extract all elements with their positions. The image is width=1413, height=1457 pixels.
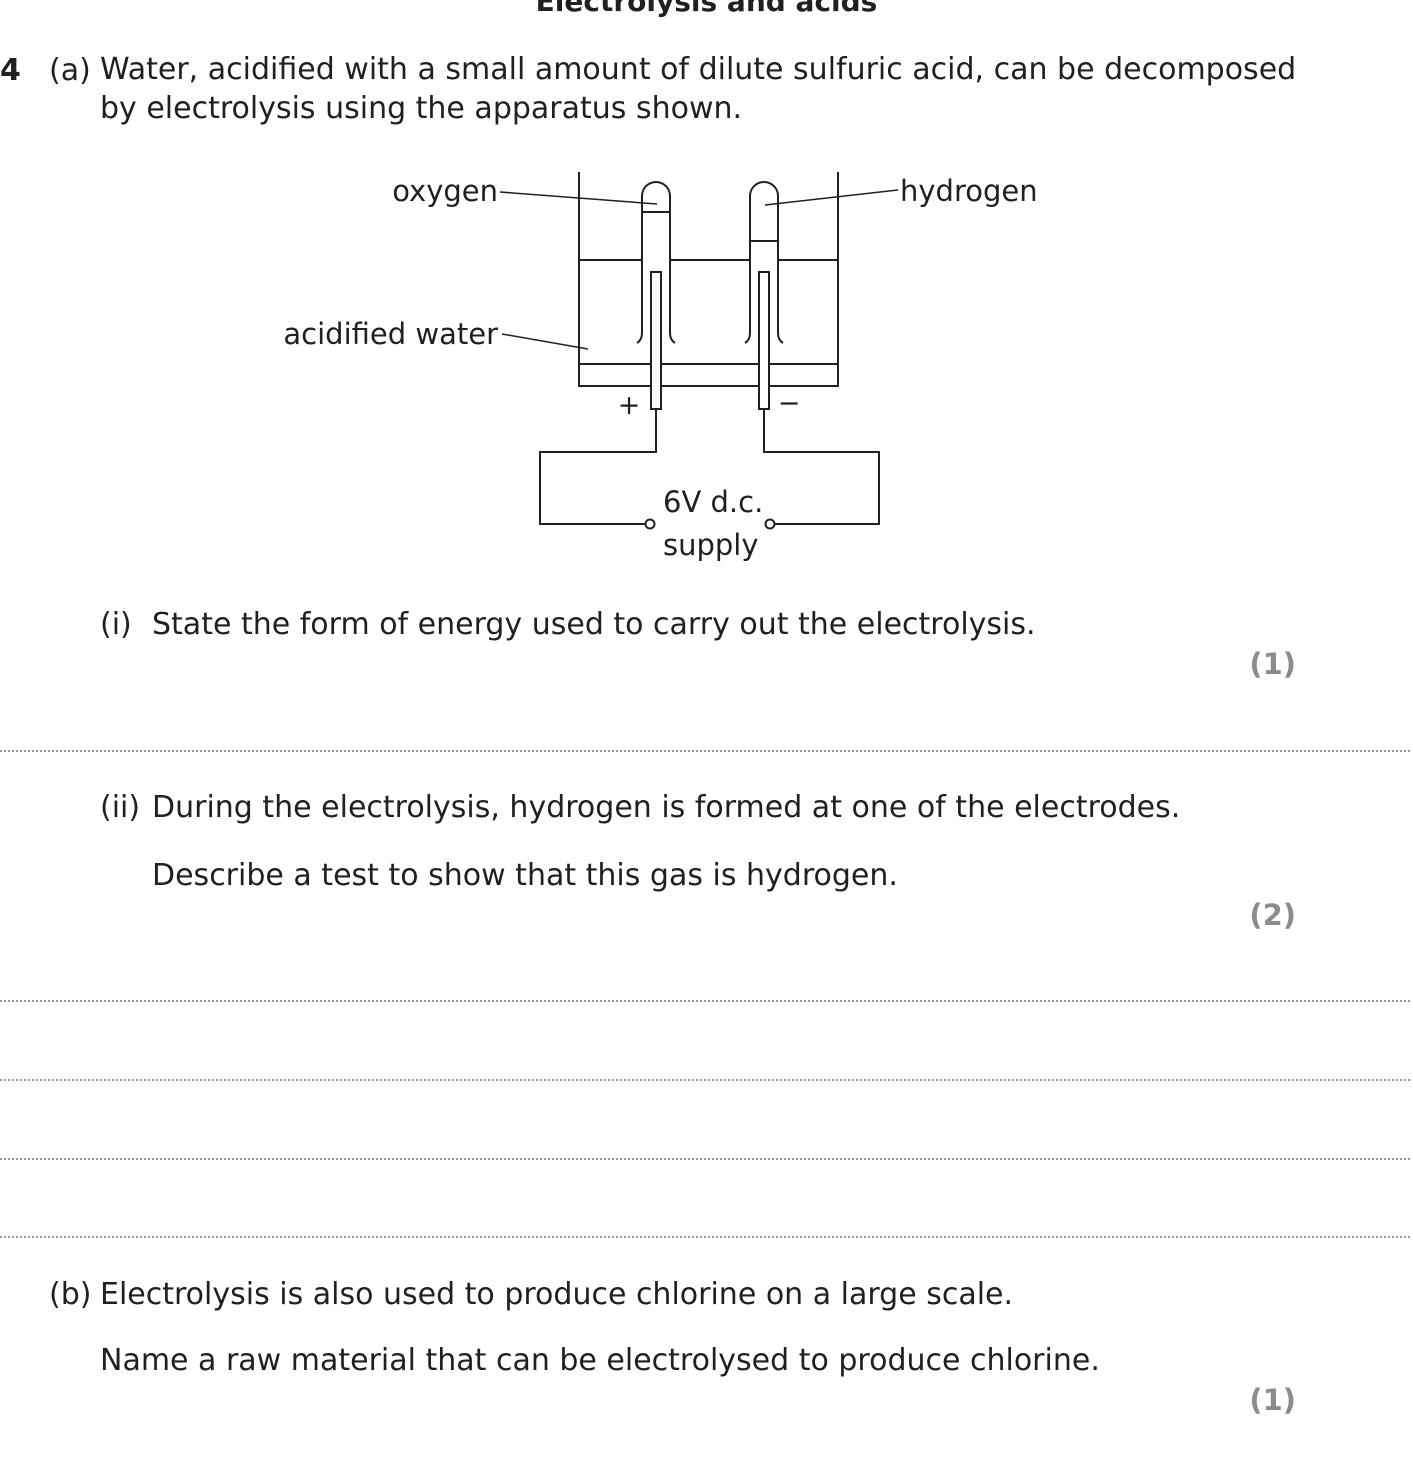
container-outline: [578, 172, 839, 387]
part-b-marks: (1): [1249, 1383, 1296, 1417]
sub-ii-text2: Describe a test to show that this gas is…: [152, 858, 898, 893]
hydrogen-tube-lip-right: [777, 262, 784, 344]
electrolysis-apparatus-diagram: oxygen hydrogen acidified water + − 6V d…: [283, 172, 1038, 562]
supply-terminal-left: [644, 518, 656, 530]
answer-line-ii-2[interactable]: [0, 1079, 1410, 1081]
acidified-water-leader-line: [501, 333, 589, 350]
part-a-text-line2: by electrolysis using the apparatus show…: [100, 91, 743, 126]
sub-i-label: (i): [100, 607, 132, 642]
acidified-water-label: acidified water: [283, 317, 498, 351]
positive-terminal-label: +: [618, 390, 641, 421]
answer-line-ii-4[interactable]: [0, 1236, 1410, 1238]
section-heading: Electrolysis and acids: [535, 0, 878, 18]
supply-label-line2: supply: [663, 528, 759, 562]
supply-label-line1: 6V d.c.: [663, 485, 763, 519]
answer-line-ii-1[interactable]: [0, 1000, 1410, 1002]
hydrogen-label: hydrogen: [900, 174, 1038, 208]
part-b-text2: Name a raw material that can be electrol…: [100, 1343, 1100, 1378]
oxygen-label: oxygen: [392, 174, 498, 208]
sub-ii-label: (ii): [100, 790, 141, 825]
answer-line-i[interactable]: [0, 750, 1410, 752]
hydrogen-leader-line: [764, 189, 899, 206]
anode-electrode: [650, 271, 662, 410]
answer-line-ii-3[interactable]: [0, 1158, 1410, 1160]
question-number: 4: [0, 53, 21, 88]
supply-terminal-right: [764, 518, 776, 530]
oxygen-test-tube: [641, 181, 671, 262]
oxygen-tube-lip-left: [636, 262, 643, 344]
part-a-label: (a): [49, 53, 91, 88]
wire-right: [763, 409, 880, 525]
oxygen-tube-lip-right: [669, 262, 676, 344]
cathode-electrode: [758, 271, 770, 410]
hydrogen-tube-lip-left: [744, 262, 751, 344]
sub-ii-text: During the electrolysis, hydrogen is for…: [152, 790, 1181, 825]
part-b-text: Electrolysis is also used to produce chl…: [100, 1277, 1014, 1312]
hydrogen-test-tube: [749, 181, 779, 262]
oxygen-leader-line: [499, 191, 658, 205]
part-a-text-line1: Water, acidified with a small amount of …: [100, 52, 1297, 87]
part-b-label: (b): [49, 1277, 92, 1312]
sub-i-marks: (1): [1249, 647, 1296, 681]
sub-ii-marks: (2): [1249, 898, 1296, 932]
wire-left: [539, 409, 657, 525]
apparatus-drawing: [499, 172, 899, 530]
sub-i-text: State the form of energy used to carry o…: [152, 607, 1036, 642]
negative-terminal-label: −: [778, 388, 801, 419]
